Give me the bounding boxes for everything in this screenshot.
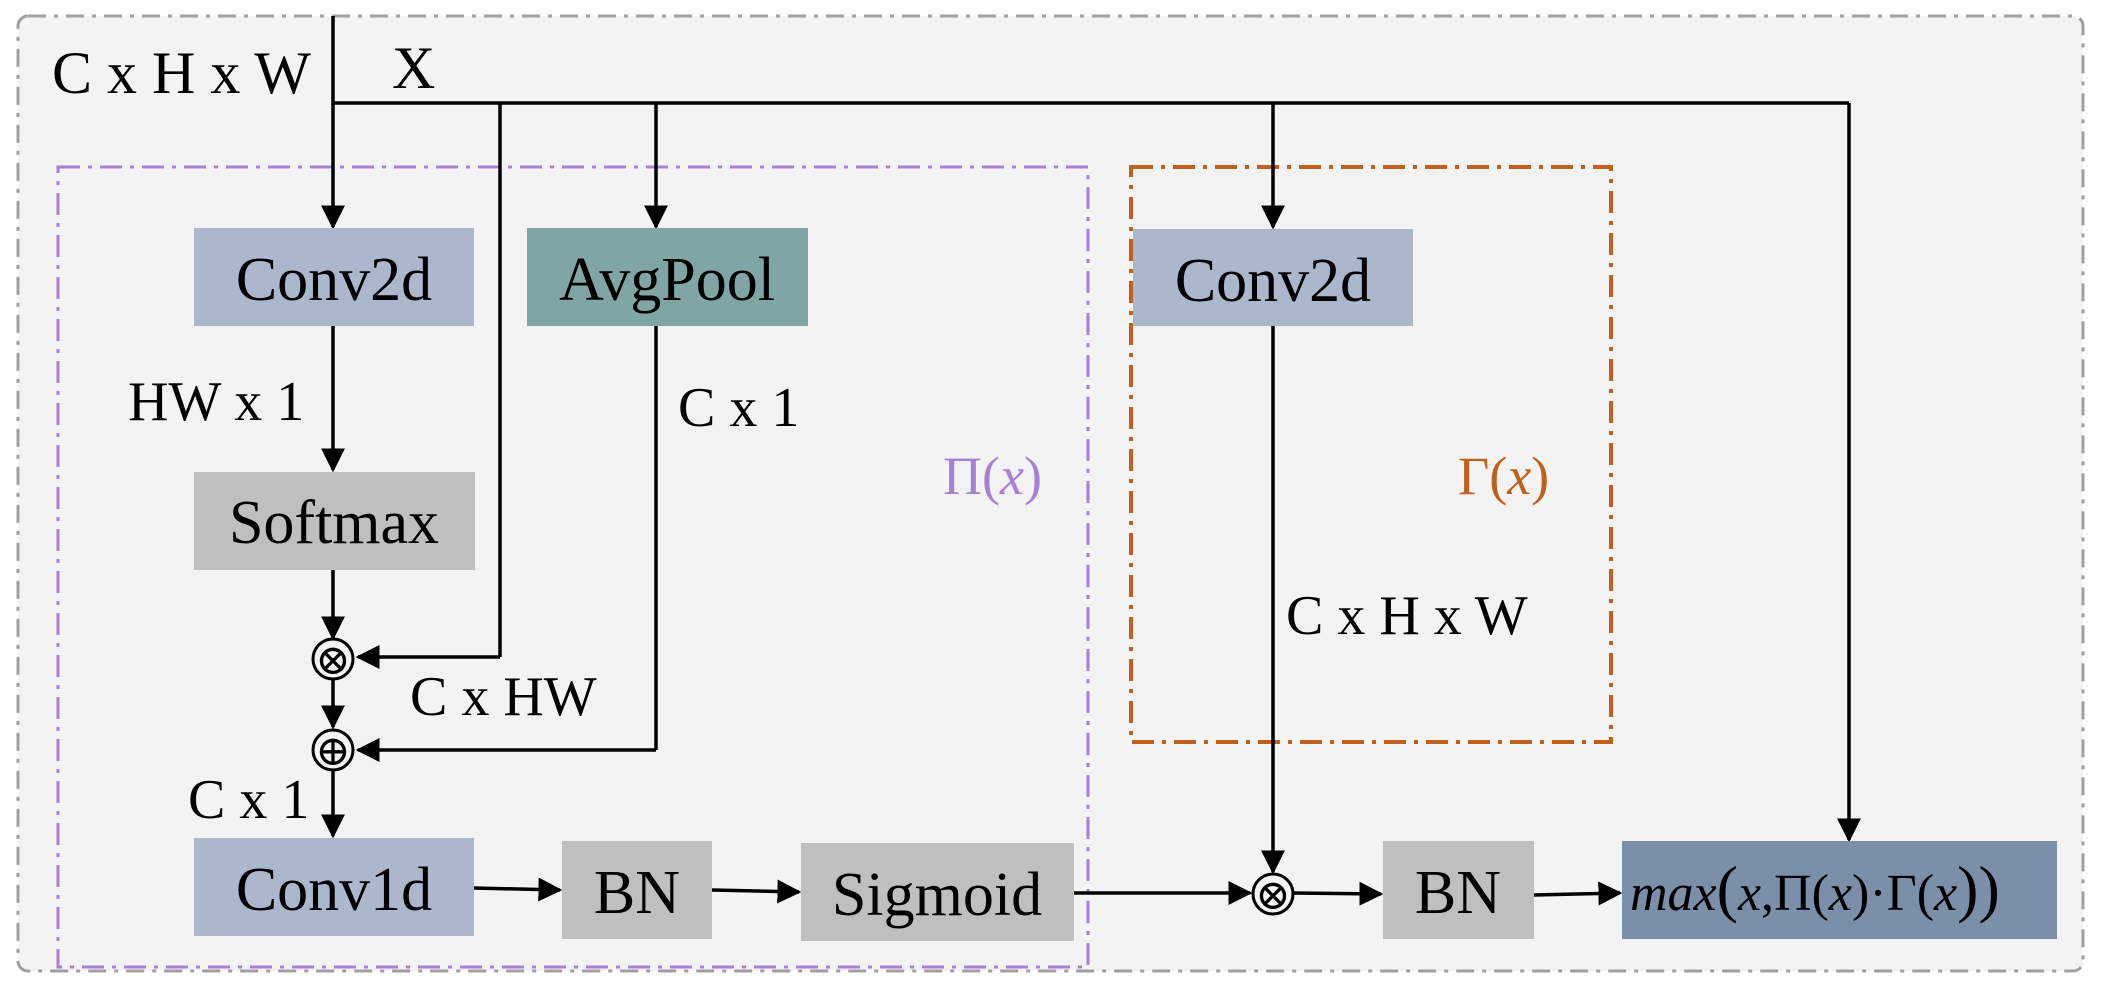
dim-c-hw: C x HW <box>410 666 597 728</box>
conv2d-right-label: Conv2d <box>1175 247 1371 315</box>
input-x-label: X <box>392 35 435 101</box>
pi-var: x <box>999 446 1024 506</box>
softmax-block: Softmax <box>194 472 475 570</box>
output-open: ( <box>1717 853 1738 924</box>
output-fn: max <box>1630 865 1717 922</box>
bn-right-label: BN <box>1415 859 1501 927</box>
gamma-symbol: Γ <box>1458 446 1489 506</box>
multiply-operator-right: ⊗ <box>1251 872 1295 919</box>
output-x1: x <box>1737 865 1761 922</box>
pi-region-label: Π(x) <box>943 446 1042 506</box>
bn-block-left: BN <box>562 841 712 939</box>
output-dot-gamma: )·Γ( <box>1852 865 1934 922</box>
gamma-close: ) <box>1531 446 1549 506</box>
pi-symbol: Π <box>943 446 982 506</box>
softmax-label: Softmax <box>229 489 439 557</box>
output-x2: x <box>1828 865 1852 922</box>
multiply-operator-left: ⊗ <box>311 637 355 684</box>
dim-hw1: HW x 1 <box>128 371 304 433</box>
input-shape-label: C x H x W <box>52 40 311 106</box>
output-block: max(x,Π(x)·Γ(x)) <box>1622 841 2057 939</box>
pi-close: ) <box>1024 446 1042 506</box>
output-close: )) <box>1957 853 2000 924</box>
conv2d-block-left: Conv2d <box>194 228 474 326</box>
gamma-region <box>1129 165 1613 744</box>
conv2d-left-label: Conv2d <box>236 246 432 314</box>
pi-region <box>56 165 1090 969</box>
dim-chw-right: C x H x W <box>1286 585 1528 647</box>
output-x3: x <box>1933 865 1957 922</box>
connection-lines <box>321 16 1861 906</box>
gamma-open: ( <box>1489 446 1507 506</box>
multiply-symbol-left: ⊗ <box>315 638 350 684</box>
conv2d-block-right: Conv2d <box>1133 229 1413 326</box>
conv1d-label: Conv1d <box>236 856 432 924</box>
dim-c1-conv1d: C x 1 <box>188 769 309 831</box>
dim-c1-avgpool: C x 1 <box>678 377 799 439</box>
pi-open: ( <box>982 446 1000 506</box>
gamma-var: x <box>1506 446 1531 506</box>
output-formula: max(x,Π(x)·Γ(x)) <box>1630 853 2000 924</box>
conv1d-block: Conv1d <box>194 838 474 936</box>
multiply-symbol-right: ⊗ <box>1255 873 1290 919</box>
bn-block-right: BN <box>1383 841 1534 939</box>
add-symbol: ⊕ <box>315 729 350 775</box>
avgpool-label: AvgPool <box>559 246 775 314</box>
gamma-region-label: Γ(x) <box>1458 446 1549 506</box>
bn-left-label: BN <box>594 859 680 927</box>
avgpool-block: AvgPool <box>527 228 808 326</box>
output-comma-pi: ,Π( <box>1761 865 1829 922</box>
sigmoid-block: Sigmoid <box>801 843 1074 941</box>
sigmoid-label: Sigmoid <box>832 861 1042 929</box>
add-operator: ⊕ <box>311 728 355 775</box>
